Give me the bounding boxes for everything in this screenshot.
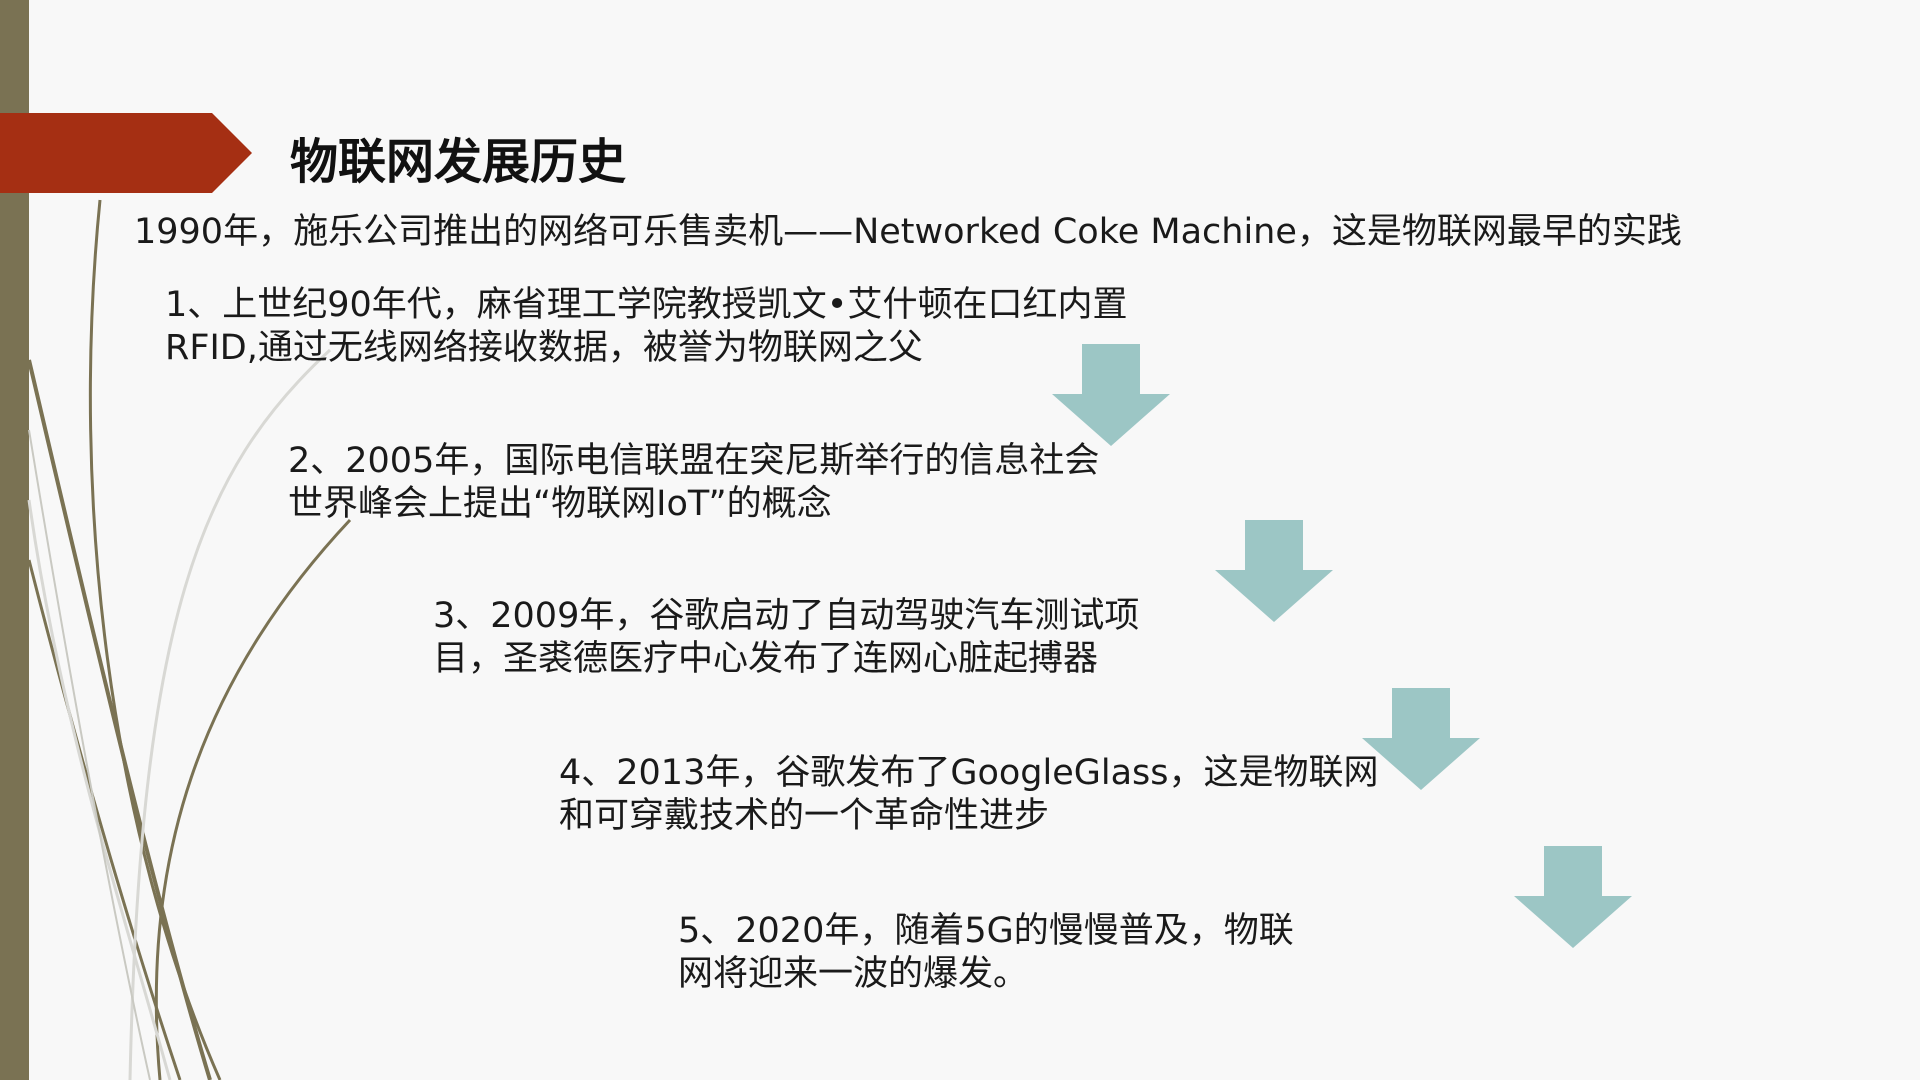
milestone-2-line1: 2、2005年，国际电信联盟在突尼斯举行的信息社会 <box>288 441 1100 481</box>
down-arrow-icon <box>1362 688 1480 790</box>
milestone-5: 5、2020年，随着5G的慢慢普及，物联 网将迎来一波的爆发。 <box>678 910 1294 996</box>
milestone-1: 1、上世纪90年代，麻省理工学院教授凯文•艾什顿在口红内置 RFID,通过无线网… <box>165 284 1127 370</box>
milestone-5-line2: 网将迎来一波的爆发。 <box>678 954 1029 994</box>
milestone-5-line1: 5、2020年，随着5G的慢慢普及，物联 <box>678 911 1294 951</box>
milestone-4: 4、2013年，谷歌发布了GoogleGlass，这是物联网 和可穿戴技术的一个… <box>559 752 1379 838</box>
milestone-4-line2: 和可穿戴技术的一个革命性进步 <box>559 796 1050 836</box>
milestone-2: 2、2005年，国际电信联盟在突尼斯举行的信息社会 世界峰会上提出“物联网IoT… <box>288 440 1099 526</box>
milestone-2-line2: 世界峰会上提出“物联网IoT”的概念 <box>288 484 832 524</box>
milestone-1-line1: 1、上世纪90年代，麻省理工学院教授凯文•艾什顿在口红内置 <box>165 285 1128 325</box>
intro-text: 1990年，施乐公司推出的网络可乐售卖机——Networked Coke Mac… <box>134 212 1682 252</box>
slide-title: 物联网发展历史 <box>290 134 627 190</box>
title-banner <box>0 113 252 193</box>
milestone-3-line2: 目，圣裘德医疗中心发布了连网心脏起搏器 <box>433 639 1099 679</box>
milestone-4-line1: 4、2013年，谷歌发布了GoogleGlass，这是物联网 <box>559 753 1379 793</box>
milestone-1-line2: RFID,通过无线网络接收数据，被誉为物联网之父 <box>165 328 923 368</box>
down-arrow-icon <box>1052 344 1170 446</box>
decorative-curves <box>27 199 352 1080</box>
down-arrow-icon <box>1215 520 1333 622</box>
milestone-3-line1: 3、2009年，谷歌启动了自动驾驶汽车测试项 <box>433 596 1140 636</box>
down-arrow-icon <box>1514 846 1632 948</box>
milestone-3: 3、2009年，谷歌启动了自动驾驶汽车测试项 目，圣裘德医疗中心发布了连网心脏起… <box>433 595 1139 681</box>
